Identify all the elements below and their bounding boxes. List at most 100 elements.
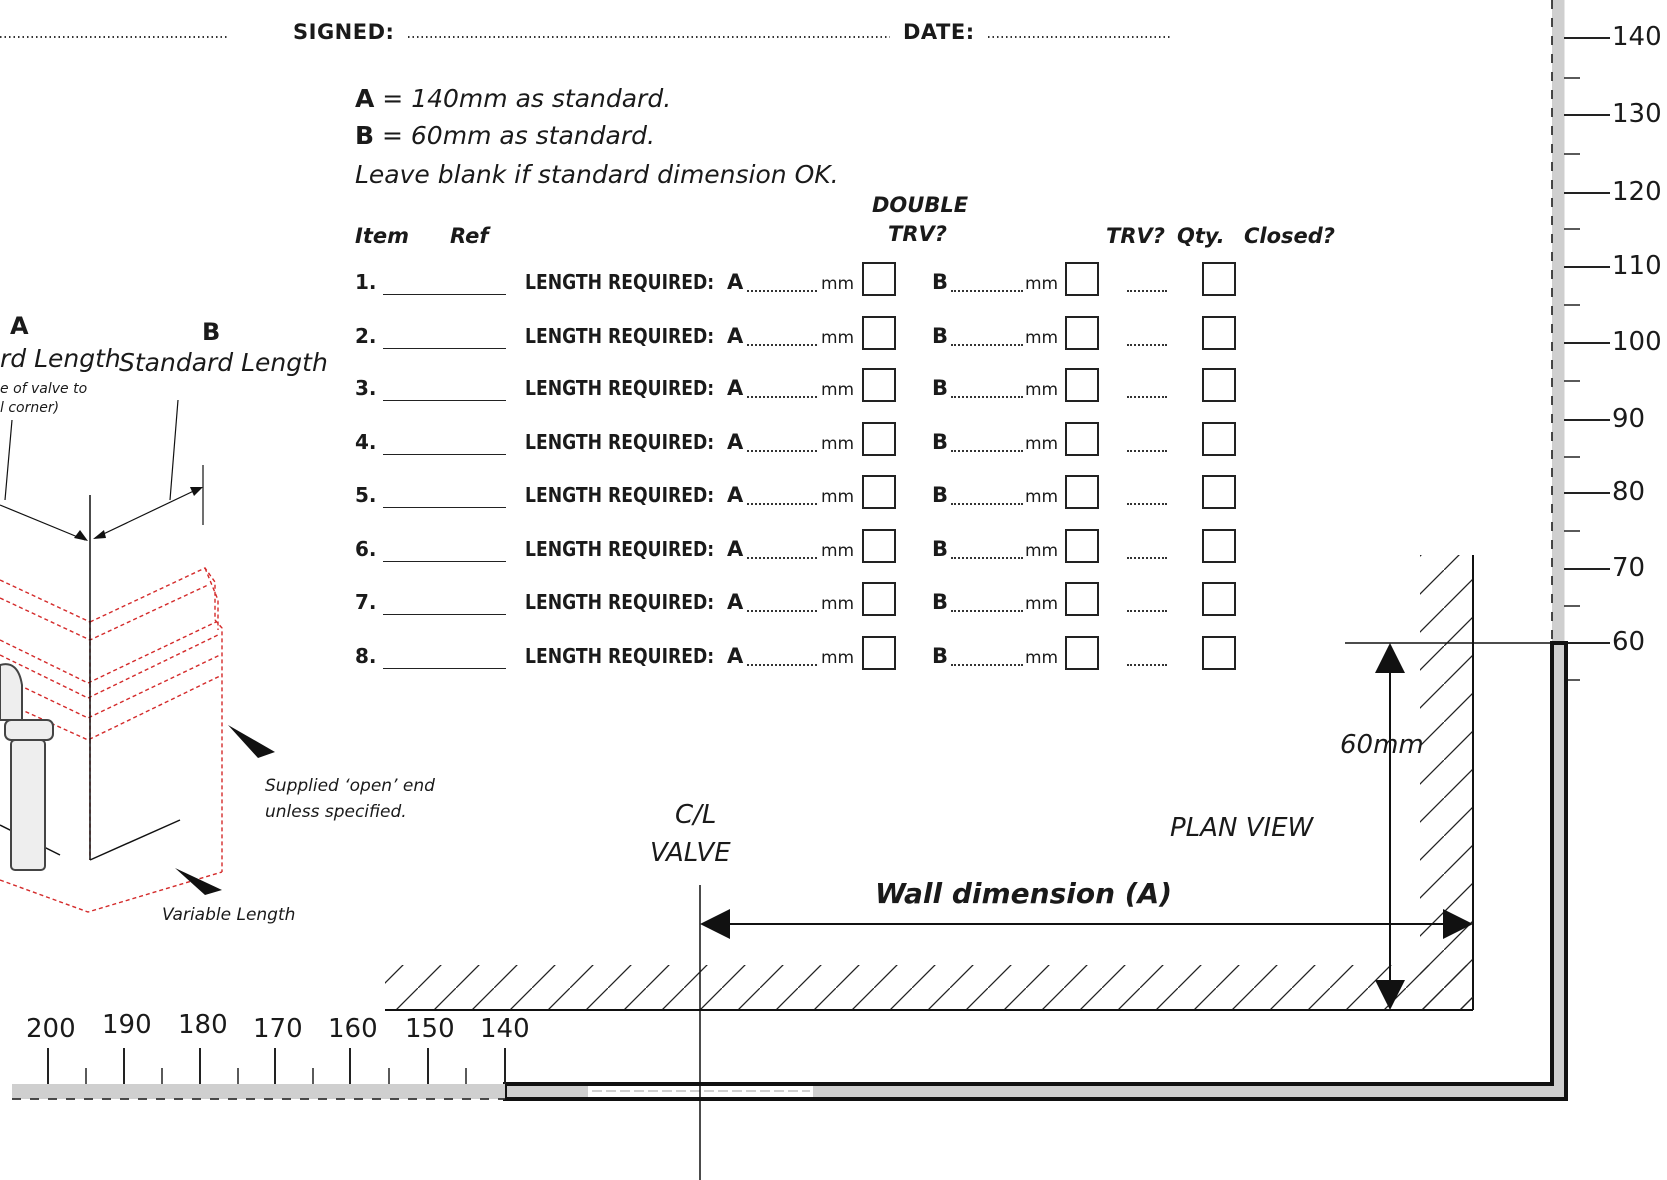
a-dimension-field[interactable] xyxy=(747,450,817,452)
ruler-label-v: 100 xyxy=(1612,327,1662,357)
ref-input-line[interactable] xyxy=(383,668,506,669)
trv-checkbox[interactable] xyxy=(1065,636,1099,670)
qty-field[interactable] xyxy=(1127,396,1167,398)
double-trv-checkbox[interactable] xyxy=(862,582,896,616)
a-dimension-field[interactable] xyxy=(747,396,817,398)
ref-input-line[interactable] xyxy=(383,348,506,349)
double-trv-checkbox[interactable] xyxy=(862,422,896,456)
b-dimension-field[interactable] xyxy=(951,664,1023,666)
trv-checkbox[interactable] xyxy=(1065,529,1099,563)
closed-checkbox[interactable] xyxy=(1202,529,1236,563)
length-required-label: LENGTH REQUIRED: xyxy=(525,324,715,348)
qty-field[interactable] xyxy=(1127,664,1167,666)
row-number: 8. xyxy=(355,644,377,668)
qty-field[interactable] xyxy=(1127,557,1167,559)
qty-field[interactable] xyxy=(1127,344,1167,346)
table-row: 3. LENGTH REQUIRED: A mm B mm xyxy=(355,366,1355,406)
a-dimension-field[interactable] xyxy=(747,557,817,559)
ruler-label-v: 60 xyxy=(1612,627,1646,657)
table-row: 8. LENGTH REQUIRED: A mm B mm xyxy=(355,634,1355,674)
a-dimension-field[interactable] xyxy=(747,664,817,666)
b-dimension-field[interactable] xyxy=(951,396,1023,398)
closed-checkbox[interactable] xyxy=(1202,316,1236,350)
double-trv-checkbox[interactable] xyxy=(862,262,896,296)
qty-field[interactable] xyxy=(1127,450,1167,452)
ruler-label-h: 160 xyxy=(328,1014,378,1044)
double-trv-checkbox[interactable] xyxy=(862,529,896,563)
ref-input-line[interactable] xyxy=(383,294,506,295)
ruler-label-v: 90 xyxy=(1612,404,1646,434)
a-dimension-field[interactable] xyxy=(747,344,817,346)
ref-input-line[interactable] xyxy=(383,614,506,615)
trv-checkbox[interactable] xyxy=(1065,316,1099,350)
trv-checkbox[interactable] xyxy=(1065,582,1099,616)
table-row: 6. LENGTH REQUIRED: A mm B mm xyxy=(355,527,1355,567)
ref-input-line[interactable] xyxy=(383,561,506,562)
ruler-label-h: 190 xyxy=(102,1010,152,1040)
ruler-label-v: 70 xyxy=(1612,553,1646,583)
sixty-mm-label: 60mm xyxy=(1340,730,1424,760)
closed-checkbox[interactable] xyxy=(1202,262,1236,296)
a-dimension-field[interactable] xyxy=(747,503,817,505)
a-unit: mm xyxy=(821,328,855,348)
qty-field[interactable] xyxy=(1127,290,1167,292)
closed-checkbox[interactable] xyxy=(1202,582,1236,616)
ruler-label-h: 200 xyxy=(26,1014,76,1044)
row-number: 2. xyxy=(355,324,377,348)
ref-input-line[interactable] xyxy=(383,454,506,455)
closed-checkbox[interactable] xyxy=(1202,368,1236,402)
b-dimension-field[interactable] xyxy=(951,450,1023,452)
note-b-letter: B xyxy=(355,121,375,150)
ref-input-line[interactable] xyxy=(383,507,506,508)
col-qty-header: Qty. xyxy=(1177,224,1225,248)
col-trv-header: TRV? xyxy=(1106,224,1165,248)
a-dimension-field[interactable] xyxy=(747,290,817,292)
b-label: B xyxy=(932,270,949,294)
table-row: 1. LENGTH REQUIRED: A mm B mm xyxy=(355,260,1355,300)
a-dimension-field[interactable] xyxy=(747,610,817,612)
b-dimension-field[interactable] xyxy=(951,290,1023,292)
b-label: B xyxy=(932,430,949,454)
ref-input-line[interactable] xyxy=(383,400,506,401)
a-label: A xyxy=(727,644,744,668)
open-end-note-1: Supplied ‘open’ end xyxy=(265,776,435,796)
row-number: 5. xyxy=(355,483,377,507)
ruler-label-h: 150 xyxy=(405,1014,455,1044)
valve-label: VALVE xyxy=(650,838,731,868)
double-trv-checkbox[interactable] xyxy=(862,636,896,670)
illus-a-note-2: l corner) xyxy=(0,400,60,416)
a-label: A xyxy=(727,430,744,454)
a-unit: mm xyxy=(821,648,855,668)
note-b: B = 60mm as standard. xyxy=(355,121,655,150)
b-unit: mm xyxy=(1025,541,1059,561)
illus-a-letter: A xyxy=(10,312,29,340)
trv-checkbox[interactable] xyxy=(1065,262,1099,296)
ruler-label-v: 130 xyxy=(1612,99,1662,129)
trv-checkbox[interactable] xyxy=(1065,422,1099,456)
double-trv-checkbox[interactable] xyxy=(862,368,896,402)
qty-field[interactable] xyxy=(1127,503,1167,505)
a-label: A xyxy=(727,270,744,294)
b-dimension-field[interactable] xyxy=(951,557,1023,559)
trv-checkbox[interactable] xyxy=(1065,368,1099,402)
double-trv-checkbox[interactable] xyxy=(862,316,896,350)
wall-dimension-label: Wall dimension (A) xyxy=(875,877,1173,910)
b-label: B xyxy=(932,644,949,668)
illus-a-note-1: e of valve to xyxy=(0,381,88,397)
b-dimension-field[interactable] xyxy=(951,344,1023,346)
table-row: 5. LENGTH REQUIRED: A mm B mm xyxy=(355,473,1355,513)
double-trv-checkbox[interactable] xyxy=(862,475,896,509)
trv-checkbox[interactable] xyxy=(1065,475,1099,509)
closed-checkbox[interactable] xyxy=(1202,422,1236,456)
b-dimension-field[interactable] xyxy=(951,503,1023,505)
qty-field[interactable] xyxy=(1127,610,1167,612)
signed-label: SIGNED: xyxy=(293,20,395,44)
ruler-label-v: 80 xyxy=(1612,477,1646,507)
ruler-label-h: 180 xyxy=(178,1010,228,1040)
ruler-label-h: 170 xyxy=(253,1014,303,1044)
b-dimension-field[interactable] xyxy=(951,610,1023,612)
closed-checkbox[interactable] xyxy=(1202,636,1236,670)
closed-checkbox[interactable] xyxy=(1202,475,1236,509)
b-label: B xyxy=(932,590,949,614)
